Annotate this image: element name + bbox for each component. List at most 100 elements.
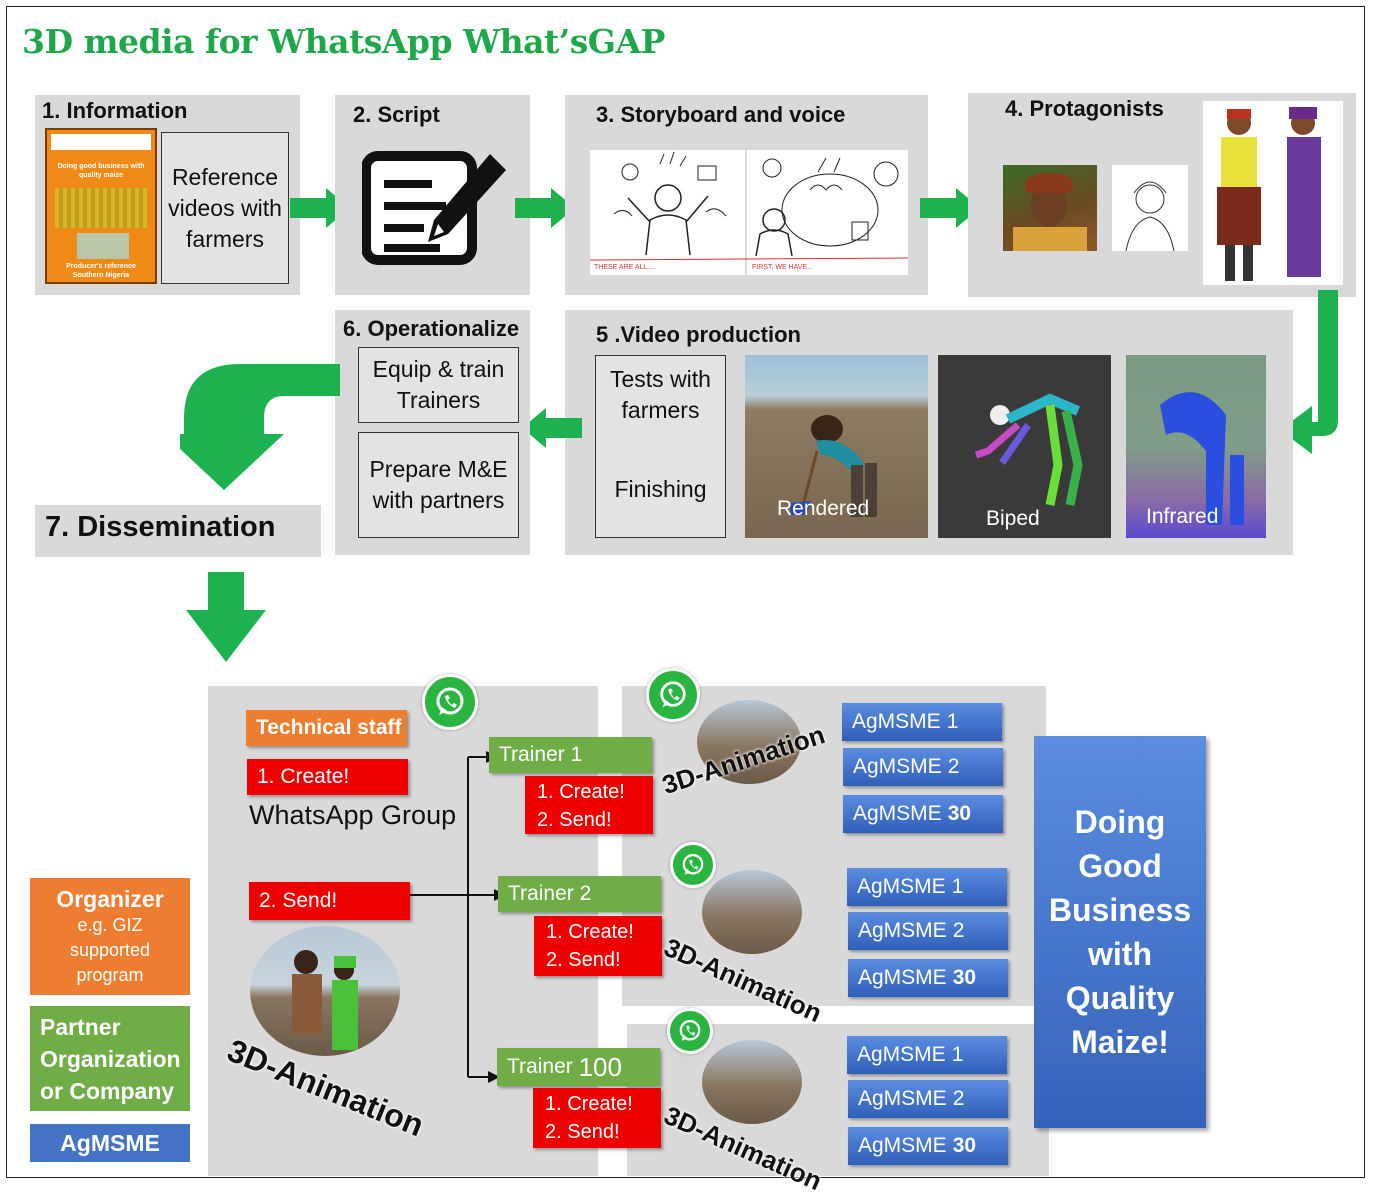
legend-organizer: Organizer e.g. GIZ supported program [30, 878, 190, 995]
step1-title: 1. Information [42, 98, 188, 123]
legend-agmsme: AgMSME [30, 1124, 190, 1162]
cover-money-photo [77, 233, 129, 259]
trainer2-steps: 1. Create! 2. Send! [534, 916, 662, 976]
render-biped: Biped [938, 355, 1111, 538]
agmsme-prefix: AgMSME [852, 710, 941, 733]
arrow-6-to-7 [180, 364, 340, 490]
render-rendered: Rendered [745, 355, 928, 538]
finishing-label: Finishing [614, 476, 707, 502]
step4-title: 4. Protagonists [1005, 96, 1164, 121]
agmsme-number: 1 [951, 875, 964, 898]
agmsme-prefix: AgMSME [853, 802, 942, 825]
cover-title: Doing good business with quality maize [57, 163, 145, 179]
agmsme-number: 1 [951, 1043, 964, 1066]
render-infrared-label: Infrared [1146, 505, 1219, 528]
trainer100-prefix: Trainer [507, 1055, 573, 1078]
distribution-connectors [410, 751, 506, 1083]
animation-thumbnail-t100 [702, 1040, 802, 1124]
create-group-tag: 1. Create! [247, 759, 408, 795]
step5-title: 5 .Video production [596, 322, 801, 347]
whatsapp-group-label: WhatsApp Group [249, 800, 457, 830]
cover-footer: Producer's reference Southern Nigeria [66, 263, 136, 279]
arrow-5-to-6 [522, 408, 582, 448]
render-infrared: Infrared [1126, 355, 1266, 538]
cover-logos [51, 134, 151, 150]
tests-with-farmers-label: Tests with farmers [610, 366, 711, 423]
trainer100-create: 1. Create! [545, 1093, 633, 1115]
trainer1-number: 1 [570, 743, 583, 766]
tests-finishing-box: Tests with farmers Finishing [595, 355, 726, 538]
trainer1-send: 2. Send! [537, 809, 612, 831]
protagonist-3d-models [1203, 101, 1343, 285]
photo-headwrap [1025, 173, 1073, 193]
arrow-7-down [186, 572, 266, 662]
arrow-2-to-3 [515, 188, 575, 228]
trainer100-steps: 1. Create! 2. Send! [533, 1088, 661, 1148]
doing-good-business-banner: Doing Good Business with Quality Maize! [1034, 736, 1206, 1128]
agmsme-number: 30 [952, 966, 977, 989]
agmsme-number: 2 [952, 919, 965, 942]
reference-videos-box: Reference videos with farmers [161, 132, 289, 284]
technical-staff-tag: Technical staff [246, 710, 407, 746]
agmsme-number: 30 [952, 1134, 977, 1157]
trainer1-create: 1. Create! [537, 781, 625, 803]
trainer100-tag: Trainer 100 [497, 1048, 660, 1086]
producer-reference-cover: Doing good business with quality maize P… [45, 128, 157, 284]
agmsme-number: 30 [947, 802, 972, 825]
agmsme-prefix: AgMSME [857, 1043, 946, 1066]
agmsme-prefix: AgMSME [858, 966, 947, 989]
photo-dress [1013, 227, 1087, 251]
animation-thumbnail-t1 [697, 700, 801, 784]
trainer100-number: 100 [578, 1051, 622, 1082]
animation-thumbnail-t2 [702, 870, 802, 954]
whatsapp-icon-t2 [670, 842, 716, 888]
whatsapp-icon-t1 [646, 668, 700, 722]
trainer2-tag: Trainer 2 [498, 876, 661, 912]
storyboard-sketch [590, 150, 908, 275]
render-biped-label: Biped [986, 507, 1040, 530]
agmsme-number: 1 [946, 710, 959, 733]
agmsme-prefix: AgMSME [858, 919, 947, 942]
arrow-4-to-5 [1280, 290, 1338, 454]
animation-thumbnail-main [250, 926, 400, 1056]
trainer2-prefix: Trainer [508, 882, 574, 905]
prepare-me-box: Prepare M&E with partners [358, 432, 519, 538]
legend-organizer-title: Organizer [56, 885, 164, 912]
page-title: 3D media for WhatsApp What’sGAP [22, 22, 665, 61]
legend-organizer-sub: e.g. GIZ supported program [69, 914, 151, 985]
trainer2-create: 1. Create! [546, 921, 634, 943]
trainer100-send: 2. Send! [545, 1121, 620, 1143]
arrow-3-to-4 [920, 188, 980, 228]
step7-panel [35, 505, 321, 557]
agmsme-prefix: AgMSME [858, 1134, 947, 1157]
send-animation-tag: 2. Send! [249, 882, 410, 920]
storyboard-caption-b: FIRST, WE HAVE... [752, 264, 813, 271]
storyboard-caption-a: THESE ARE ALL.... [594, 264, 656, 271]
equip-train-box: Equip & train Trainers [358, 347, 519, 423]
cover-maize-photo [55, 188, 147, 228]
step3-title: 3. Storyboard and voice [596, 102, 846, 127]
step7-title: 7. Dissemination [45, 511, 276, 543]
step2-title: 2. Script [353, 102, 440, 127]
agmsme-prefix: AgMSME [857, 875, 946, 898]
trainer1-prefix: Trainer [499, 743, 565, 766]
figure-frame [6, 6, 1365, 1178]
legend-partner: Partner Organization or Company [30, 1006, 190, 1111]
agmsme-prefix: AgMSME [858, 1087, 947, 1110]
agmsme-number: 2 [952, 1087, 965, 1110]
agmsme-number: 2 [947, 755, 960, 778]
trainer2-send: 2. Send! [546, 949, 621, 971]
whatsapp-icon-t100 [667, 1008, 713, 1054]
trainer1-steps: 1. Create! 2. Send! [525, 776, 653, 834]
trainer2-number: 2 [579, 882, 592, 905]
protagonist-photo [1003, 165, 1097, 251]
